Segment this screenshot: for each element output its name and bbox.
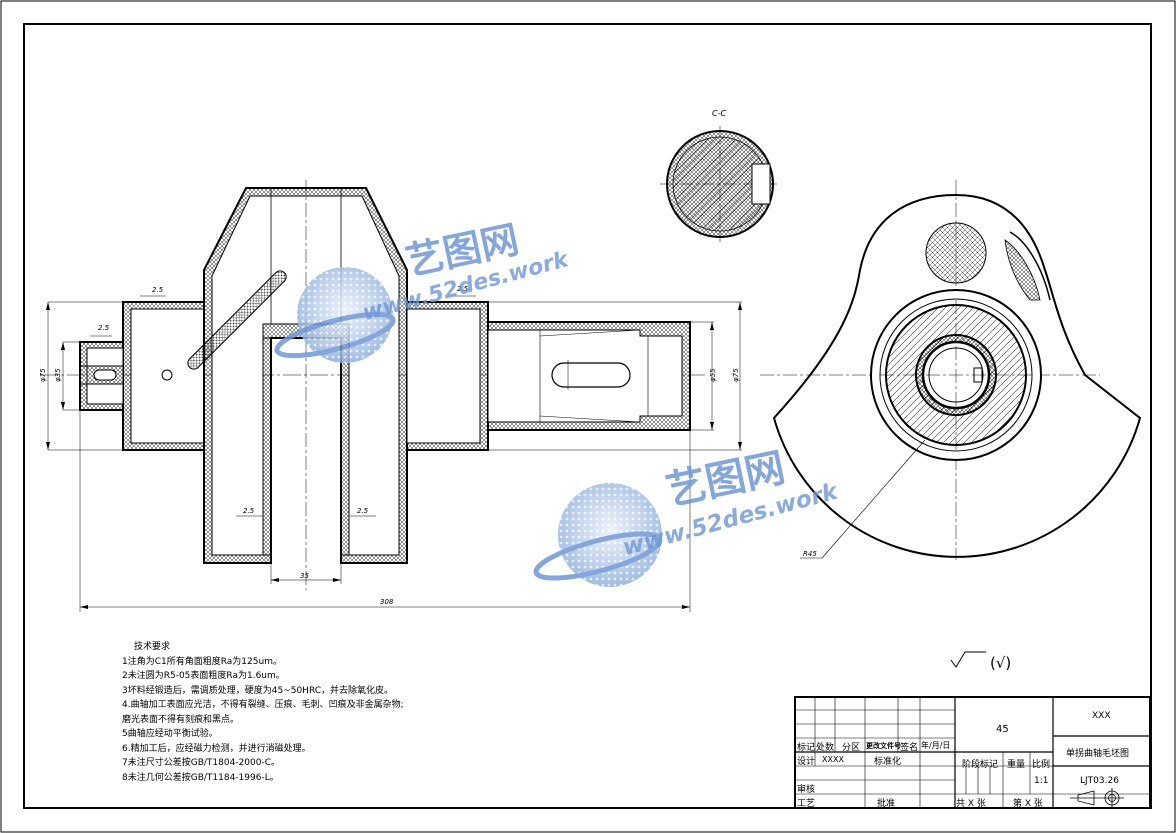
watermark-lower [533,483,663,587]
dim-2-5-top-left: 2.5 [152,286,164,294]
tech-req-item: 7未注尺寸公差按GB/T1804-2000-C。 [122,758,280,768]
dim-2-5-stub: 2.5 [98,324,110,332]
title-block-grid [794,696,1151,809]
dim-35: 35 [300,572,309,580]
inner-border [23,23,1152,809]
tb-material: 45 [996,724,1009,735]
tb-standardization: 标准化 [874,757,902,767]
tb-signature: 签名 [900,743,919,753]
dim-phi35: φ35 [54,368,62,382]
dim-r45: R45 [803,550,817,558]
tb-change-doc: 更改文件号 [866,742,901,750]
dim-phi75-left: φ75 [39,368,47,382]
tb-count: 处数 [816,743,835,753]
dim-308: 308 [380,598,394,606]
watermark-upper [274,267,396,363]
tb-approve: 批准 [877,799,896,809]
tb-drawing-name: 单拐曲轴毛坯图 [1066,749,1130,759]
tech-req-item: 3坏料经锻造后，需调质处理，硬度为45~50HRC，并去除氧化皮。 [122,685,394,696]
dim-phi75-right: φ75 [732,368,740,382]
dim-2-5-bottom-left: 2.5 [243,507,255,515]
section-cc-label: C-C [712,109,726,118]
tb-company: XXX [1092,711,1111,721]
tb-designer: XXXX [822,755,844,764]
tb-zone: 分区 [842,743,861,753]
surface-roughness-symbol: (√) [950,651,1011,672]
tech-req-item: 8未注几何公差按GB/T1184-1996-L。 [122,772,279,783]
tech-req-item: 2未注圆为R5-05表面粗度Ra为1.6um。 [122,671,285,681]
tech-req-item: 1注角为C1所有角面粗度Ra为125um。 [122,656,282,667]
side-view: R45 [760,180,1142,560]
tb-date: 年/月/日 [921,741,951,750]
tb-sheet-no: 第 X 张 [1013,799,1043,809]
tb-process: 工艺 [797,799,816,809]
tb-stage-mark: 阶段标记 [962,760,999,770]
tb-scale-value: 1:1 [1034,776,1049,786]
surface-symbol-text: (√) [990,654,1011,672]
tb-drawing-number: LJT03.26 [1080,776,1119,786]
tb-scale-label: 比例 [1032,760,1051,770]
tech-req-title: 技术要求 [134,642,171,652]
tb-weight: 重量 [1007,760,1026,770]
tech-req-item: 5曲轴应经动平衡试验。 [122,729,218,739]
section-cc-view: C-C [660,109,780,242]
tb-design: 设计 [797,757,816,767]
tb-mark: 标记 [797,743,816,753]
dim-2-5-bottom-right: 2.5 [357,507,369,515]
dim-phi55: φ55 [709,368,717,382]
tb-review: 审核 [797,785,816,795]
dim-2-5-top-right: 2.5 [457,285,469,293]
tech-req-item: 磨光表面不得有刻痕和黑点。 [122,714,240,725]
tech-req-item: 6.精加工后，应经磁力检测，并进行消磁处理。 [122,743,311,754]
technical-requirements: 技术要求 1注角为C1所有角面粗度Ra为125um。 2未注圆为R5-05表面粗… [122,640,404,785]
tb-total-sheets: 共 X 张 [956,799,986,809]
tech-req-item: 4.曲轴加工表面应光洁，不得有裂缝、压痕、毛刺、凹痕及非金属杂物; [122,700,404,710]
